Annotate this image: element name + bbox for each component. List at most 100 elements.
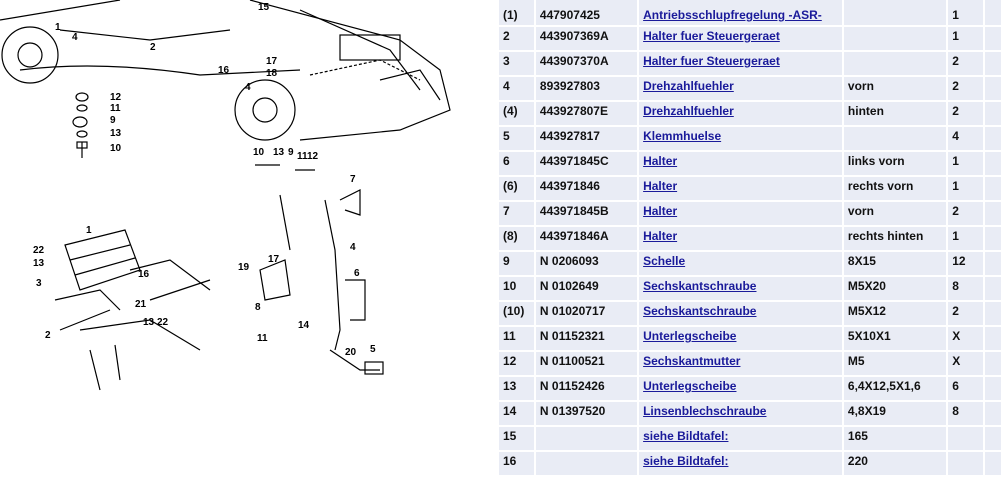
position-cell: 11 [499, 327, 534, 350]
remark-cell: rechts vorn [843, 177, 947, 200]
svg-text:19: 19 [238, 262, 250, 273]
part-number-cell: N 01152321 [535, 327, 638, 350]
position-cell: 5 [499, 127, 534, 150]
part-name-link[interactable]: Halter [643, 154, 678, 168]
position-cell: 10 [499, 277, 534, 300]
parts-table: (1)447907425 Antriebsschlupfregelung -ASR… [497, 0, 1003, 477]
car-outline [0, 0, 451, 141]
part-name-link[interactable]: Halter [643, 179, 678, 193]
part-name-link[interactable]: Antriebsschlupfregelung -ASR- [643, 8, 822, 22]
part-number-cell [535, 427, 638, 450]
part-name-link[interactable]: Halter fuer Steuergeraet [643, 54, 780, 68]
quantity-cell: 2 [948, 77, 983, 100]
svg-text:13: 13 [33, 258, 45, 269]
remark-cell: 8X15 [843, 252, 947, 275]
svg-text:7: 7 [350, 174, 356, 185]
part-name-link[interactable]: Unterlegscheibe [643, 379, 737, 393]
position-cell: (4) [499, 102, 534, 125]
part-number-cell [535, 452, 638, 475]
remark-cell: hinten [843, 102, 947, 125]
quantity-cell: 1 [948, 27, 983, 50]
svg-text:11: 11 [257, 333, 268, 344]
position-cell: (6) [499, 177, 534, 200]
quantity-cell [948, 452, 983, 475]
svg-text:2: 2 [45, 330, 51, 341]
quantity-cell: 12 [948, 252, 983, 275]
part-name-cell: Halter [639, 202, 842, 225]
position-cell: 14 [499, 402, 534, 425]
hardware-stack [72, 92, 89, 158]
quantity-cell: 1 [948, 227, 983, 250]
part-name-cell: siehe Bildtafel: [639, 427, 842, 450]
remark-cell: 5X10X1 [843, 327, 947, 350]
extra-cell [984, 77, 1001, 100]
part-name-link[interactable]: siehe Bildtafel: [643, 429, 729, 443]
quantity-cell: 6 [948, 377, 983, 400]
part-number-cell: 443927807E [535, 102, 638, 125]
part-number-cell: 893927803 [535, 77, 638, 100]
part-name-link[interactable]: siehe Bildtafel: [643, 454, 729, 468]
part-number-cell: 443927817 [535, 127, 638, 150]
svg-text:5: 5 [370, 344, 376, 355]
position-cell: (1) [499, 0, 534, 25]
remark-cell [843, 0, 947, 25]
svg-text:20: 20 [345, 347, 357, 358]
svg-text:17: 17 [268, 254, 280, 265]
part-number-cell: 447907425 [535, 0, 638, 25]
part-name-link[interactable]: Sechskantschraube [643, 304, 757, 318]
part-name-link[interactable]: Drehzahlfuehler [643, 79, 734, 93]
position-cell: 2 [499, 27, 534, 50]
part-name-link[interactable]: Sechskantschraube [643, 279, 757, 293]
svg-text:1: 1 [86, 225, 92, 236]
part-name-link[interactable]: Klemmhuelse [643, 129, 722, 143]
svg-text:10: 10 [253, 147, 265, 158]
remark-cell: vorn [843, 77, 947, 100]
position-cell: 15 [499, 427, 534, 450]
part-name-cell: Drehzahlfuehler [639, 77, 842, 100]
part-name-link[interactable]: Sechskantmutter [643, 354, 741, 368]
part-name-link[interactable]: Linsenblechschraube [643, 404, 767, 418]
part-name-link[interactable]: Schelle [643, 254, 686, 268]
quantity-cell: X [948, 327, 983, 350]
extra-cell [984, 427, 1001, 450]
part-name-link[interactable]: Halter fuer Steuergeraet [643, 29, 780, 43]
svg-text:10: 10 [110, 143, 122, 154]
svg-text:18: 18 [266, 68, 278, 79]
svg-text:9: 9 [110, 115, 116, 126]
svg-text:15: 15 [258, 2, 270, 13]
part-number-cell: 443907369A [535, 27, 638, 50]
remark-cell: vorn [843, 202, 947, 225]
part-name-cell: Halter [639, 152, 842, 175]
position-cell: 3 [499, 52, 534, 75]
part-number-cell: 443907370A [535, 52, 638, 75]
position-cell: (8) [499, 227, 534, 250]
part-name-link[interactable]: Halter [643, 204, 678, 218]
part-name-link[interactable]: Drehzahlfuehler [643, 104, 734, 118]
quantity-cell: 8 [948, 277, 983, 300]
part-name-cell: Halter fuer Steuergeraet [639, 52, 842, 75]
remark-cell: M5X20 [843, 277, 947, 300]
quantity-cell: X [948, 352, 983, 375]
part-number-cell: 443971846A [535, 227, 638, 250]
table-row: (1)447907425 Antriebsschlupfregelung -ASR… [499, 0, 1001, 25]
quantity-cell: 1 [948, 177, 983, 200]
part-name-link[interactable]: Unterlegscheibe [643, 329, 737, 343]
position-cell: 9 [499, 252, 534, 275]
remark-cell: 4,8X19 [843, 402, 947, 425]
part-name-link[interactable]: Halter [643, 229, 678, 243]
svg-text:8: 8 [255, 302, 261, 313]
svg-text:2: 2 [150, 42, 156, 53]
part-name-cell: Halter fuer Steuergeraet [639, 27, 842, 50]
position-cell: 7 [499, 202, 534, 225]
part-name-cell: Klemmhuelse [639, 127, 842, 150]
part-number-cell: 443971846 [535, 177, 638, 200]
